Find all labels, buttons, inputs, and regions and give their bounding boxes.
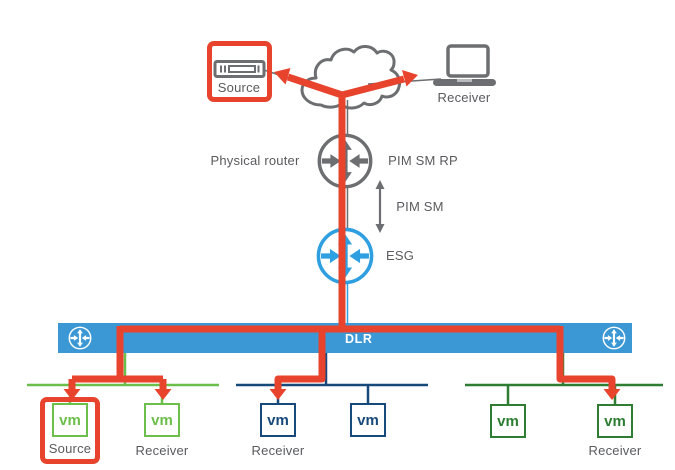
dlr-router-icon-right [602, 326, 626, 350]
vm-box-darkgreen: vm [490, 404, 526, 438]
vm-box-source-green: vm [52, 403, 88, 437]
server-icon [213, 60, 266, 78]
laptop-icon [433, 44, 496, 86]
pim-sm-label: PIM SM [396, 199, 444, 214]
pim-sm-arrow [375, 180, 385, 233]
dlr-label: DLR [345, 332, 373, 346]
multicast-path [63, 68, 621, 400]
vm-box-text: vm [151, 411, 173, 429]
physical-router-label: Physical router [210, 153, 300, 168]
vm-box-receiver-green: vm [144, 403, 180, 437]
source-highlight-box-vm [40, 397, 100, 464]
vm-caption-source: Source [48, 441, 92, 456]
vm-box-text: vm [497, 412, 519, 430]
esg-label: ESG [385, 248, 415, 263]
vm-box-navy: vm [350, 403, 386, 437]
vm-caption-receiver-2: Receiver [251, 443, 305, 458]
source-label-top: Source [217, 80, 261, 95]
vm-box-receiver-darkgreen: vm [597, 404, 633, 438]
vm-box-text: vm [59, 411, 81, 429]
cloud-icon [300, 45, 402, 110]
vm-caption-receiver-1: Receiver [135, 443, 189, 458]
source-highlight-box-top [207, 41, 272, 102]
vm-box-receiver-navy: vm [260, 403, 296, 437]
vm-box-text: vm [357, 411, 379, 429]
receiver-label-top: Receiver [437, 90, 491, 105]
vm-caption-receiver-3: Receiver [588, 443, 642, 458]
vm-box-text: vm [604, 412, 626, 430]
pim-sm-rp-label: PIM SM RP [388, 153, 458, 168]
dlr-router-icon-left [68, 326, 92, 350]
vm-box-text: vm [267, 411, 289, 429]
